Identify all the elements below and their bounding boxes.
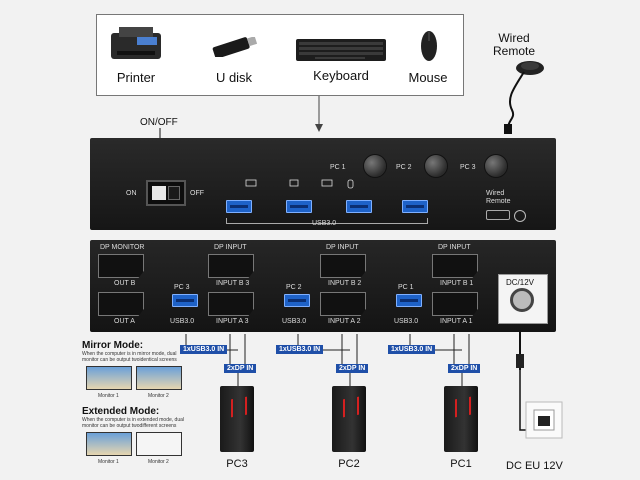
group1-input-b-port[interactable] — [432, 254, 478, 278]
extended-title: Extended Mode: — [82, 406, 160, 417]
usb30-bracket — [226, 218, 428, 224]
pc2-usb-in-tag: 1xUSB3.0 IN — [276, 345, 324, 354]
mirror-monitor-2 — [136, 366, 182, 390]
wired-remote-icon — [504, 61, 544, 134]
pc1-label: PC1 — [450, 458, 472, 470]
keyboard-icon — [295, 37, 387, 68]
remote-port[interactable] — [486, 210, 510, 220]
group2-input-a-port[interactable] — [320, 292, 366, 316]
group1-input-a-port[interactable] — [432, 292, 478, 316]
remote-jack[interactable] — [514, 210, 526, 222]
pc3-tower-icon — [220, 386, 254, 452]
out-b-label: OUT B — [114, 280, 136, 287]
group3-pc-label: PC 3 — [174, 284, 190, 291]
mirror-monitor-1-label: Monitor 1 — [98, 393, 119, 399]
extended-monitor-2 — [136, 432, 182, 456]
dc-label: DC/12V — [506, 278, 535, 287]
front-pc3-label: PC 3 — [460, 164, 476, 171]
onoff-label: ON/OFF — [140, 117, 178, 128]
dp-monitor-label: DP MONITOR — [100, 244, 145, 251]
front-usb-port-1[interactable] — [226, 200, 252, 213]
pc1-button[interactable] — [364, 155, 386, 177]
extended-monitor-2-label: Monitor 2 — [148, 459, 169, 465]
group2-usb-port[interactable] — [284, 294, 310, 307]
front-wired-remote-label: Wired Remote — [486, 190, 511, 205]
group1-usb30-label: USB3.0 — [394, 318, 419, 325]
group2-input-a-label: INPUT A 2 — [328, 318, 361, 325]
power-label: DC EU 12V — [506, 460, 563, 472]
front-panel: ON OFF PC 1 PC 2 PC 3 USB3.0 Wired Remot… — [90, 138, 556, 230]
group3-input-a-label: INPUT A 3 — [216, 318, 249, 325]
front-pc2-label: PC 2 — [396, 164, 412, 171]
power-adapter-icon — [516, 330, 563, 439]
pc2-label: PC2 — [338, 458, 360, 470]
group1-pc-label: PC 1 — [398, 284, 414, 291]
front-usb-port-2[interactable] — [286, 200, 312, 213]
power-switch[interactable] — [146, 180, 186, 206]
group3-usb30-label: USB3.0 — [170, 318, 195, 325]
pc2-dp-in-tag: 2xDP IN — [336, 364, 369, 373]
pc3-dp-in-tag: 2xDP IN — [224, 364, 257, 373]
udisk-label: U disk — [215, 70, 253, 85]
mouse-label: Mouse — [408, 70, 448, 85]
group1-input-b-label: INPUT B 1 — [440, 280, 474, 287]
group1-usb-port[interactable] — [396, 294, 422, 307]
group3-input-b-port[interactable] — [208, 254, 254, 278]
front-usb30-label: USB3.0 — [312, 220, 337, 227]
off-label: OFF — [190, 190, 204, 197]
peripherals-box: Printer U disk Keyboard Mouse — [96, 14, 464, 96]
front-usb-port-4[interactable] — [402, 200, 428, 213]
out-a-port[interactable] — [98, 292, 144, 316]
pc1-usb-in-tag: 1xUSB3.0 IN — [388, 345, 436, 354]
group2-input-b-label: INPUT B 2 — [328, 280, 362, 287]
group2-input-b-port[interactable] — [320, 254, 366, 278]
usb-drive-icon — [209, 36, 259, 62]
front-usb-port-3[interactable] — [346, 200, 372, 213]
on-label: ON — [126, 190, 137, 197]
group3-usb-port[interactable] — [172, 294, 198, 307]
extended-monitor-1-label: Monitor 1 — [98, 459, 119, 465]
mouse-icon — [419, 29, 439, 68]
pc3-label: PC3 — [226, 458, 248, 470]
remote-label: Wired Remote — [492, 31, 536, 58]
group3-input-b-label: INPUT B 3 — [216, 280, 250, 287]
usb-port-icons — [245, 179, 354, 189]
keyboard-label: Keyboard — [313, 68, 369, 83]
pc2-button[interactable] — [425, 155, 447, 177]
group1-input-a-label: INPUT A 1 — [440, 318, 473, 325]
group2-usb30-label: USB3.0 — [282, 318, 307, 325]
pc3-usb-in-tag: 1xUSB3.0 IN — [180, 345, 228, 354]
mirror-title: Mirror Mode: — [82, 340, 144, 351]
front-pc1-label: PC 1 — [330, 164, 346, 171]
group3-input-a-port[interactable] — [208, 292, 254, 316]
rear-panel: DP MONITOR OUT B OUT A DP INPUT PC 3 USB… — [90, 240, 556, 332]
pc1-dp-in-tag: 2xDP IN — [448, 364, 481, 373]
out-a-label: OUT A — [114, 318, 135, 325]
printer-icon — [107, 25, 165, 63]
pc3-button[interactable] — [485, 155, 507, 177]
extended-monitor-1 — [86, 432, 132, 456]
dc-jack[interactable] — [510, 288, 534, 312]
group1-dp-input-label: DP INPUT — [438, 244, 471, 251]
pc1-tower-icon — [444, 386, 478, 452]
printer-label: Printer — [116, 70, 156, 85]
group2-pc-label: PC 2 — [286, 284, 302, 291]
mirror-monitor-1 — [86, 366, 132, 390]
group3-dp-input-label: DP INPUT — [214, 244, 247, 251]
mirror-monitor-2-label: Monitor 2 — [148, 393, 169, 399]
group2-dp-input-label: DP INPUT — [326, 244, 359, 251]
pc2-tower-icon — [332, 386, 366, 452]
out-b-port[interactable] — [98, 254, 144, 278]
mirror-desc: When the computer is in mirror mode, dua… — [82, 351, 177, 363]
extended-desc: When the computer is in extended mode, d… — [82, 417, 185, 429]
box-connector-line — [315, 96, 323, 132]
